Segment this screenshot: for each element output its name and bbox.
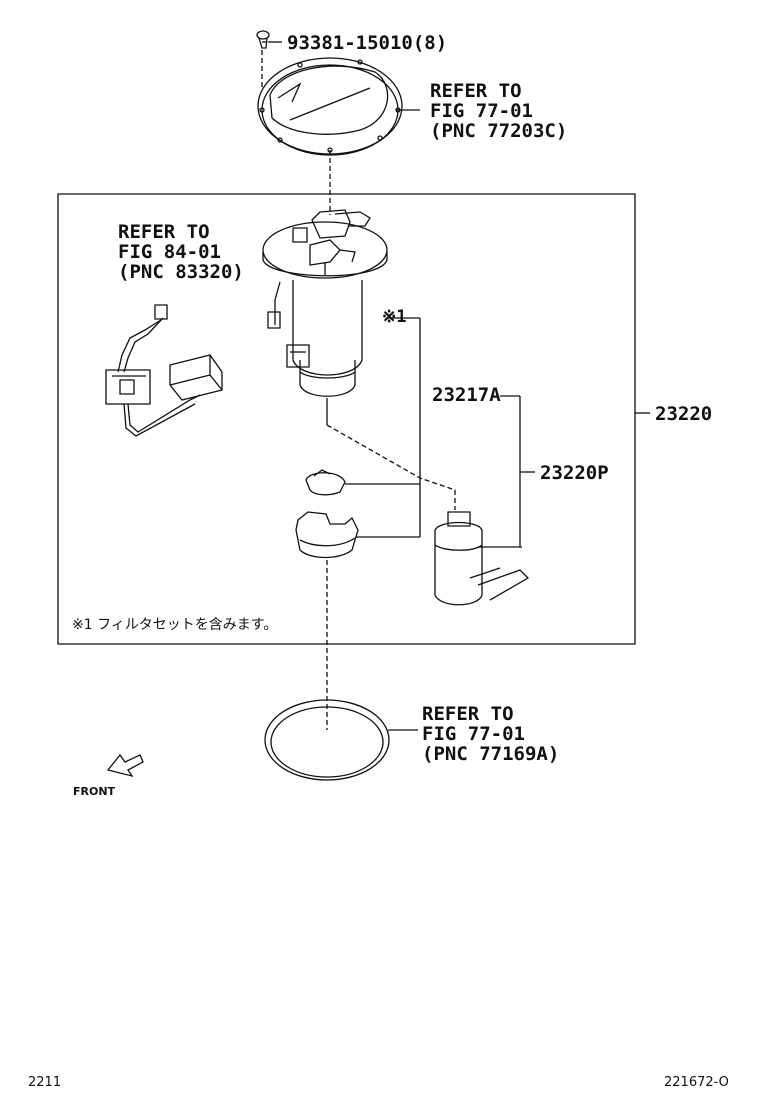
screw-icon <box>257 31 282 48</box>
label-refer-left-2: FIG 84-01 <box>118 241 221 263</box>
label-screw-part: 93381-15010(8) <box>287 32 448 54</box>
label-part-23217a: 23217A <box>432 384 501 406</box>
label-refer-left-3: (PNC 83320) <box>118 261 244 283</box>
label-part-23220: 23220 <box>655 403 713 425</box>
label-front: FRONT <box>73 785 116 798</box>
label-refer-bottom-3: (PNC 77169A) <box>422 743 560 765</box>
footer-right: 221672-O <box>664 1075 729 1090</box>
label-refer-bottom-2: FIG 77-01 <box>422 723 525 745</box>
label-refer-top-2: FIG 77-01 <box>430 100 533 122</box>
fuel-pump-motor-icon <box>435 512 528 605</box>
wire-harness-icon <box>106 305 222 436</box>
assembly-frame <box>58 194 635 644</box>
filter-clip-icon <box>306 470 345 495</box>
label-part-23220p: 23220P <box>540 462 609 484</box>
footer-left: 2211 <box>28 1075 62 1090</box>
note-text: ※1 フィルタセットを含みます。 <box>72 617 278 633</box>
fuel-pump-assembly-icon <box>263 210 387 396</box>
label-refer-left-1: REFER TO <box>118 221 210 243</box>
fuel-filter-icon <box>296 512 358 558</box>
retainer-ring-icon <box>258 58 402 155</box>
label-refer-bottom-1: REFER TO <box>422 703 514 725</box>
label-note-marker: ※1 <box>382 307 407 327</box>
label-refer-top-3: (PNC 77203C) <box>430 120 568 142</box>
front-arrow-icon <box>108 755 143 776</box>
gasket-ring-icon <box>265 700 389 780</box>
label-refer-top-1: REFER TO <box>430 80 522 102</box>
